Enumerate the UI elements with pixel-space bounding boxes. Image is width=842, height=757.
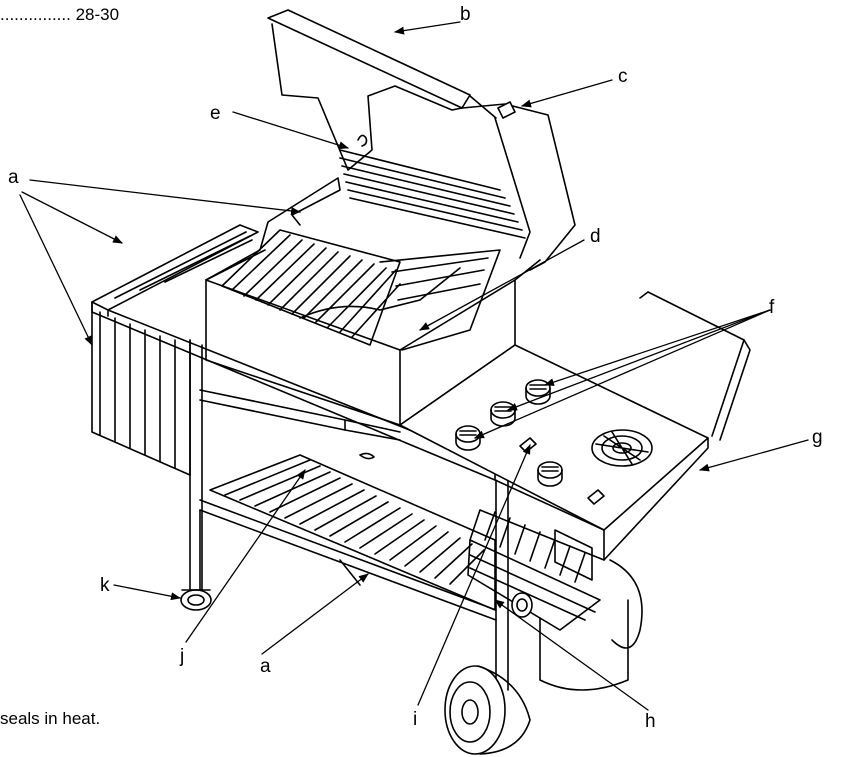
bottom-shelf: [209, 454, 496, 611]
arrow-f-1: [544, 309, 771, 386]
arrow-g: [699, 439, 809, 472]
grill-lid: [267, 9, 576, 271]
left-side-table: [91, 224, 259, 476]
large-wheel: [444, 665, 531, 755]
arrow-f-2: [507, 309, 771, 411]
callout-arrows: [19, 21, 809, 711]
condiment-basket: [467, 509, 605, 631]
callout-h: h: [645, 711, 656, 732]
arrow-k: [113, 584, 181, 601]
callout-e: e: [210, 103, 221, 124]
callout-f: f: [769, 297, 775, 318]
arrow-a-bottom: [261, 573, 369, 655]
arrow-h: [494, 599, 649, 711]
callout-a-left: a: [8, 167, 19, 188]
propane-tank: [511, 559, 643, 691]
arrow-a-side: [19, 194, 93, 346]
page-reference: ............... 28-30: [0, 5, 120, 24]
arrow-j: [185, 469, 306, 643]
text-fragment: seals in heat.: [0, 709, 101, 728]
callout-i: i: [413, 709, 418, 730]
arrow-e: [232, 111, 349, 150]
arrow-a-top: [29, 179, 301, 215]
arrow-i: [417, 444, 531, 706]
arrow-c: [521, 79, 613, 108]
arrow-f-3: [474, 309, 771, 439]
callout-g: g: [812, 427, 823, 448]
callout-j: j: [180, 646, 185, 667]
control-panel: [399, 291, 751, 561]
caster-wheel: [180, 589, 212, 611]
callout-k: k: [100, 575, 110, 596]
arrow-a-mid: [21, 191, 123, 244]
callout-d: d: [590, 226, 601, 247]
callout-b: b: [460, 4, 471, 25]
callout-a-bottom: a: [260, 656, 271, 677]
arrow-d: [419, 239, 585, 331]
arrow-b: [394, 21, 461, 35]
callout-c: c: [618, 66, 628, 87]
